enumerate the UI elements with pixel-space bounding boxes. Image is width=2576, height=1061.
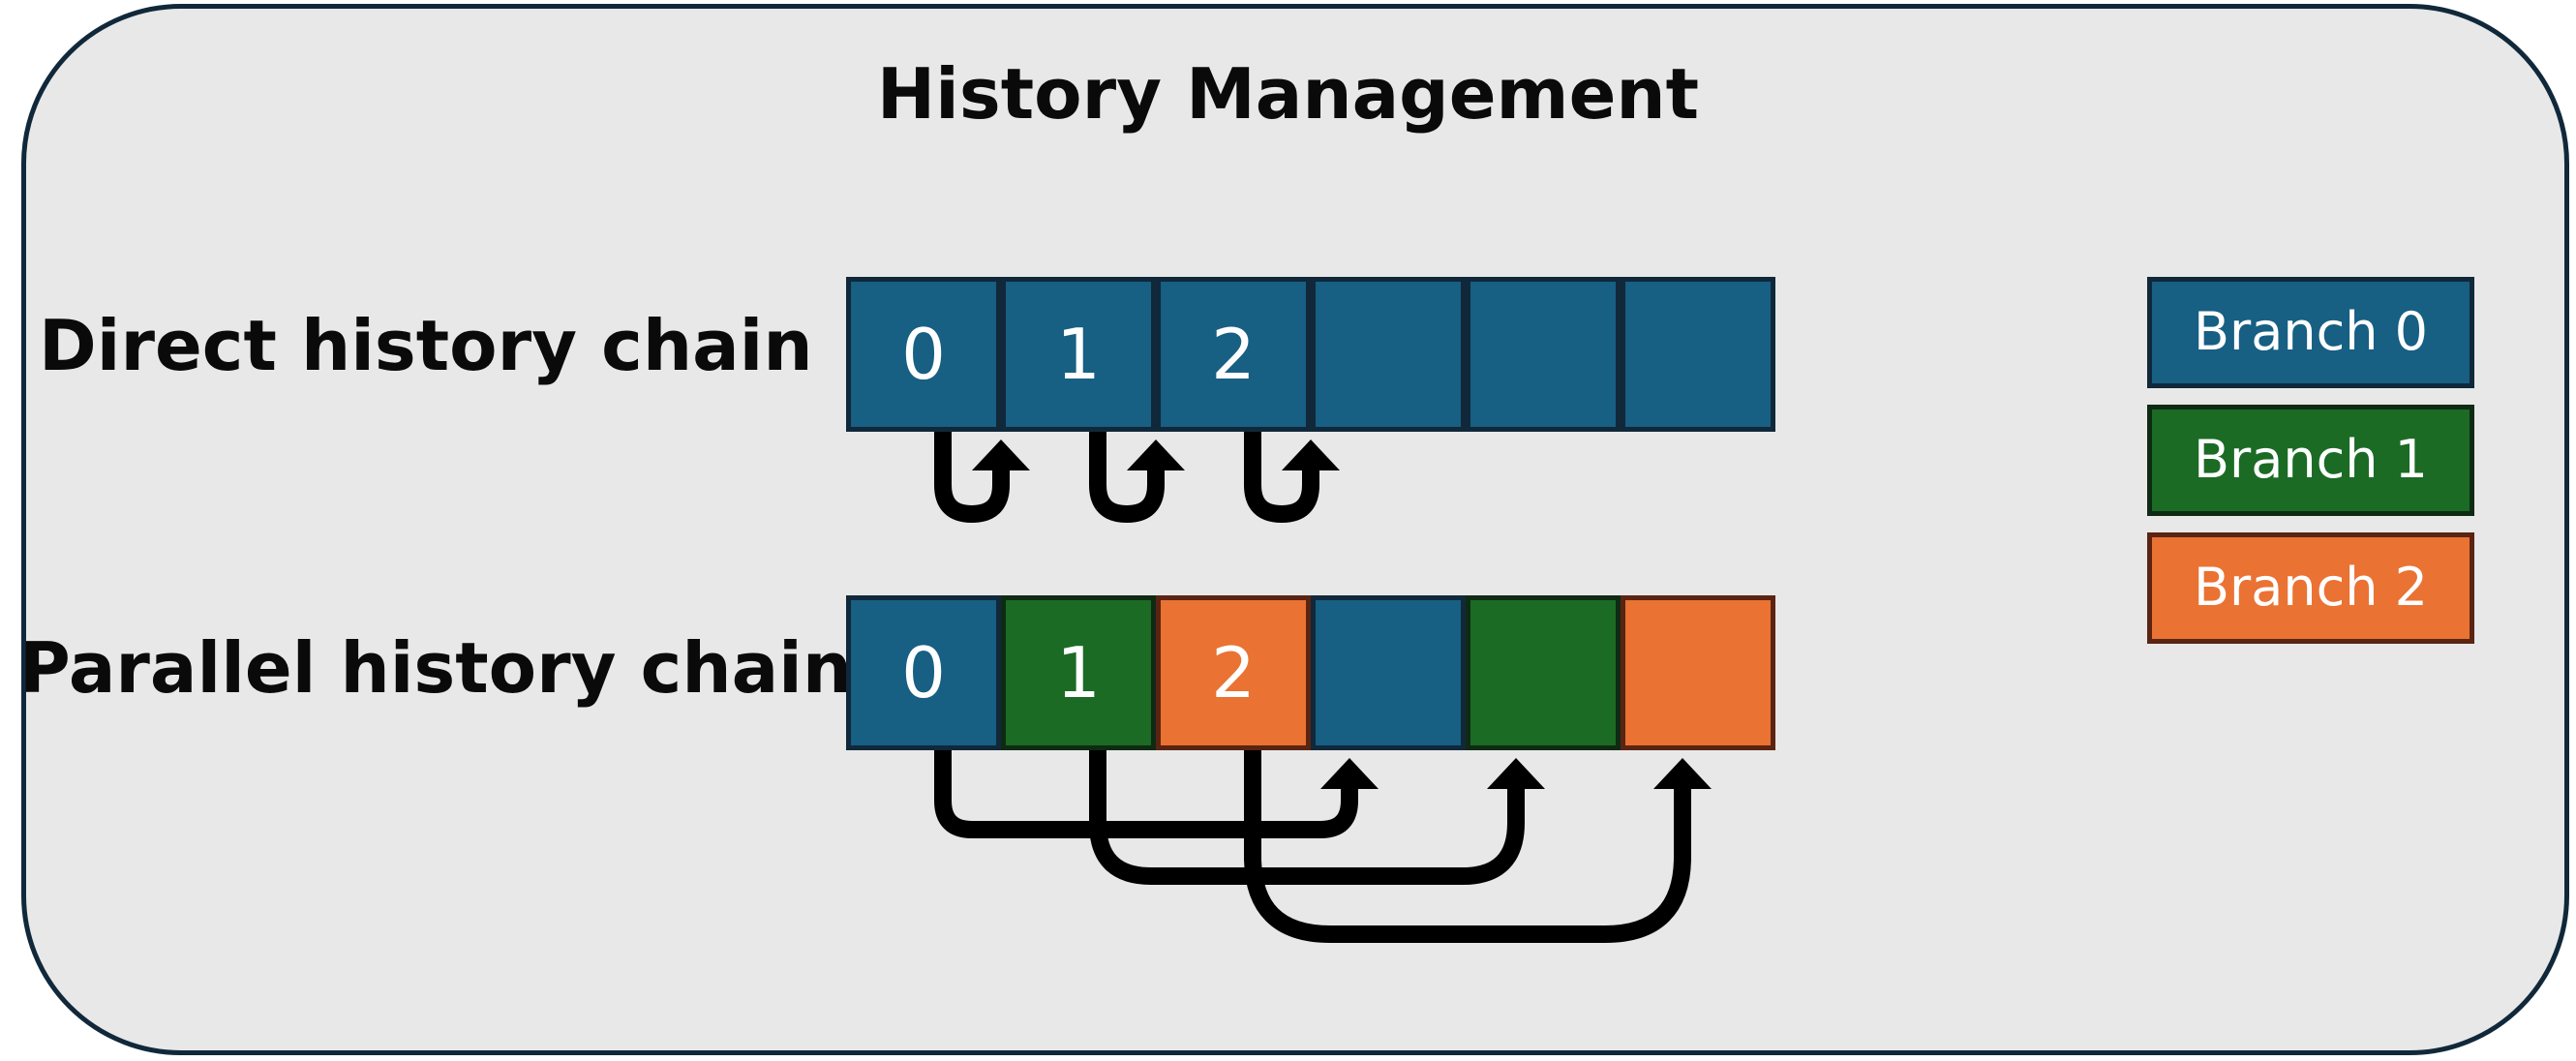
legend-branch-0: Branch 0 (2147, 277, 2474, 388)
parallel-cell-1: 1 (1001, 595, 1156, 750)
direct-cell-2: 2 (1156, 277, 1311, 432)
direct-link-arrow-2 (1244, 432, 1319, 523)
parallel-cell-3 (1311, 595, 1466, 750)
direct-link-arrowhead-1 (1127, 440, 1185, 470)
parallel-link-arrow-0 (934, 750, 1358, 838)
direct-cell-0: 0 (846, 277, 1001, 432)
parallel-cell-2: 2 (1156, 595, 1311, 750)
direct-link-arrow-0 (934, 432, 1010, 523)
direct-cell-5 (1621, 277, 1775, 432)
legend-branch-2: Branch 2 (2147, 532, 2474, 644)
parallel-link-arrowhead-2 (1653, 758, 1712, 789)
direct-chain-label: Direct history chain (39, 305, 813, 386)
parallel-link-arrow-1 (1089, 750, 1525, 885)
parallel-link-arrow-2 (1244, 750, 1691, 943)
direct-cell-4 (1466, 277, 1621, 432)
parallel-link-arrowhead-1 (1487, 758, 1545, 789)
parallel-cell-4 (1466, 595, 1621, 750)
direct-link-arrow-1 (1089, 432, 1165, 523)
parallel-cell-0: 0 (846, 595, 1001, 750)
direct-cell-1: 1 (1001, 277, 1156, 432)
parallel-cell-5 (1621, 595, 1775, 750)
direct-link-arrowhead-2 (1282, 440, 1340, 470)
direct-link-arrowhead-0 (972, 440, 1030, 470)
parallel-link-arrowhead-0 (1320, 758, 1379, 789)
parallel-chain-label: Parallel history chain (19, 627, 853, 709)
legend-branch-1: Branch 1 (2147, 405, 2474, 516)
diagram-title: History Management (876, 53, 1700, 135)
direct-cell-3 (1311, 277, 1466, 432)
